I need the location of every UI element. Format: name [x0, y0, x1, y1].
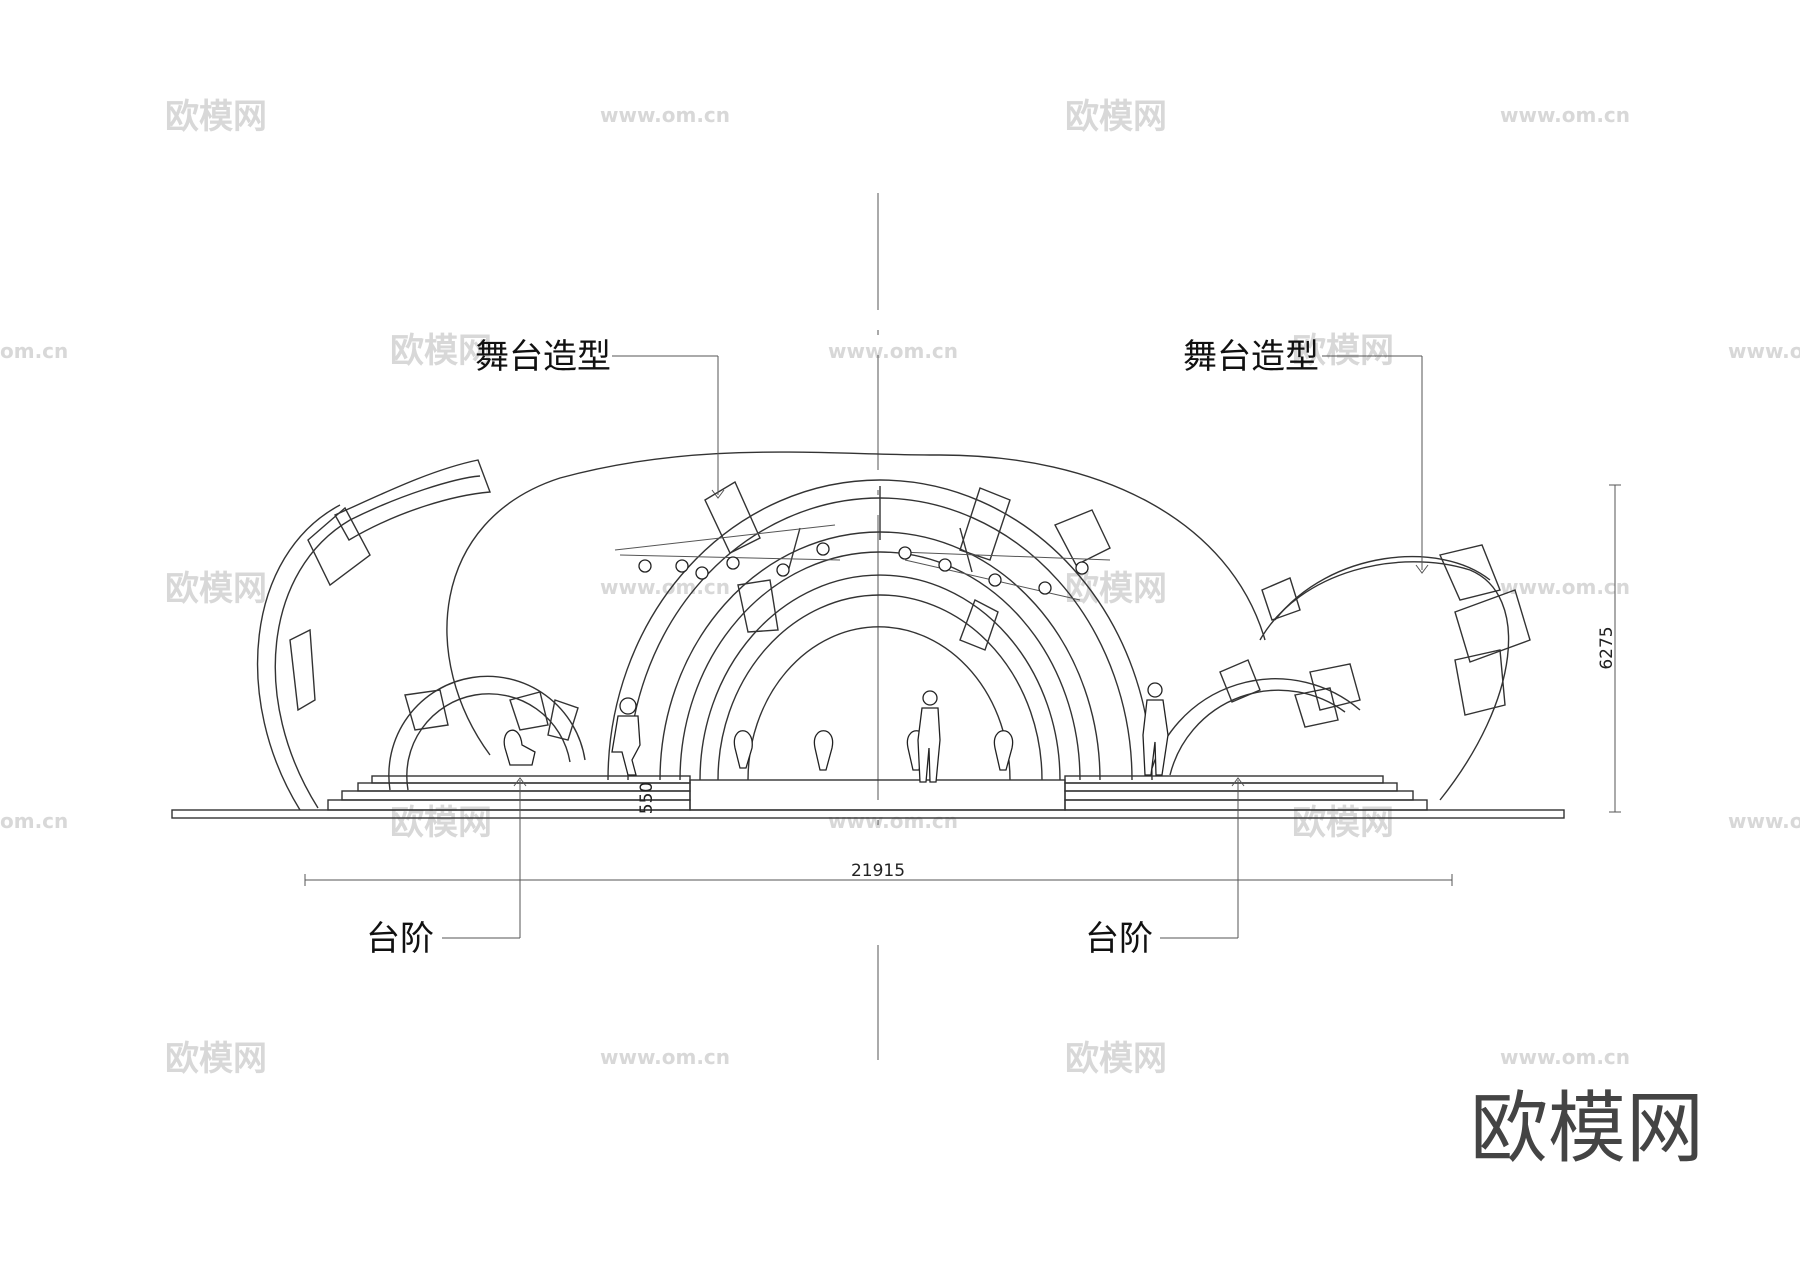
watermark-layer: 欧模网 www.om.cn 欧模网 www.om.cn om.cn 欧模网 ww…	[0, 97, 1800, 1079]
backdrop-ellipse	[446, 451, 1266, 756]
person-standing	[917, 690, 941, 783]
watermark-cn: 欧模网	[1065, 569, 1167, 609]
label-steps-left: 台阶	[366, 919, 434, 959]
watermark-cn: 欧模网	[165, 1039, 267, 1079]
label-stage-shape-left: 舞台造型	[475, 337, 611, 377]
watermark-url: www.om.cn	[828, 809, 958, 833]
watermark-url: www.om.cn	[600, 1045, 730, 1069]
left-crescent	[256, 459, 491, 811]
watermark-cn: 欧模网	[165, 97, 267, 137]
person-seated	[611, 697, 641, 776]
watermark-url: www.om.cn	[1500, 103, 1630, 127]
watermark-url: om.cn	[0, 809, 68, 833]
watermark-cn: 欧模网	[1292, 803, 1394, 843]
watermark-cn: 欧模网	[1292, 331, 1394, 371]
dimension-width-value: 21915	[851, 861, 905, 881]
central-arch-group	[607, 479, 1153, 781]
dimension-height: 6275	[1597, 484, 1621, 813]
dimension-step-value: 550	[637, 782, 657, 814]
right-crescent	[1259, 544, 1531, 801]
dimension-step: 550	[637, 782, 657, 814]
watermark-url: www.om.cn	[1500, 575, 1630, 599]
watermark-cn: 欧模网	[165, 569, 267, 609]
watermark-url: www.om.cn	[1728, 339, 1800, 363]
callout-leaders	[442, 355, 1429, 939]
watermark-url: www.om.cn	[1500, 1045, 1630, 1069]
stage-platforms	[327, 775, 1428, 811]
dimension-height-value: 6275	[1597, 626, 1617, 669]
dimension-width: 21915	[304, 861, 1453, 886]
watermark-cn: 欧模网	[390, 331, 492, 371]
label-steps-right: 台阶	[1085, 919, 1153, 959]
left-small-arch	[388, 675, 586, 791]
people	[611, 682, 1169, 783]
brand-logo: 欧模网	[1470, 1084, 1704, 1174]
watermark-cn: 欧模网	[1065, 97, 1167, 137]
watermark-url: om.cn	[0, 339, 68, 363]
watermark-url: www.om.cn	[600, 103, 730, 127]
right-small-arch	[1149, 659, 1361, 776]
watermark-cn: 欧模网	[1065, 1039, 1167, 1079]
label-stage-shape-right: 舞台造型	[1183, 337, 1319, 377]
person-standing	[1142, 682, 1169, 776]
watermark-url: www.om.cn	[1728, 809, 1800, 833]
light-rods	[614, 524, 1111, 601]
watermark-url: www.om.cn	[828, 339, 958, 363]
watermark-cn: 欧模网	[390, 803, 492, 843]
